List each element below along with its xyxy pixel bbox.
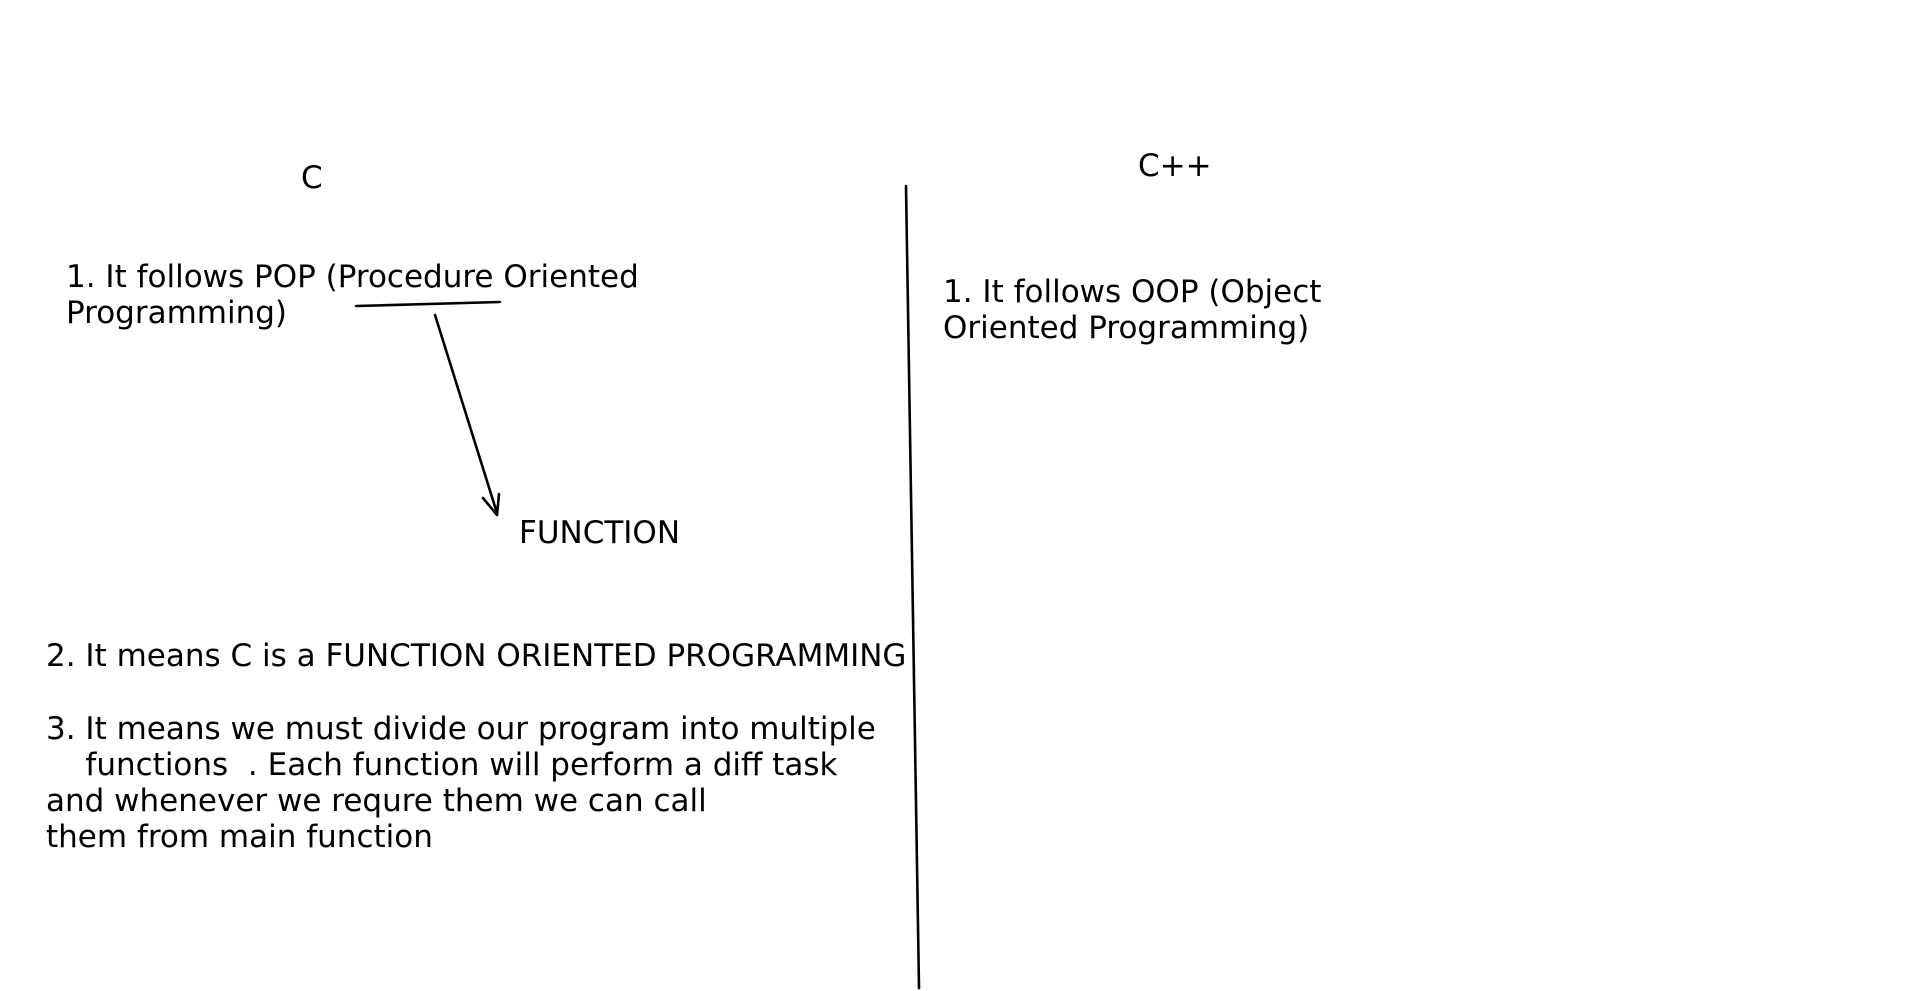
c-point-3-line-1: 3. It means we must divide our program i… [46, 711, 876, 747]
c-point-1-line-2: Programming) [66, 295, 288, 331]
c-point-3-line-3: and whenever we requre them we can call [46, 783, 707, 819]
column-divider [904, 184, 921, 990]
c-point-3-line-4: them from main function [46, 819, 433, 855]
function-annotation: FUNCTION [519, 515, 681, 551]
c-heading: C [301, 160, 323, 196]
cpp-point-1-line-1: 1. It follows OOP (Object [943, 274, 1322, 310]
c-point-3-line-2: functions . Each function will perform a… [46, 747, 838, 783]
arrowhead-icon [481, 492, 501, 517]
cpp-heading: C++ [1138, 148, 1212, 184]
c-point-1-line-1: 1. It follows POP (Procedure Oriented [66, 259, 639, 295]
cpp-point-1-line-2: Oriented Programming) [943, 310, 1310, 346]
arrow-to-function [433, 313, 499, 515]
procedure-underline [354, 300, 502, 308]
c-point-2: 2. It means C is a FUNCTION ORIENTED PRO… [46, 638, 907, 674]
